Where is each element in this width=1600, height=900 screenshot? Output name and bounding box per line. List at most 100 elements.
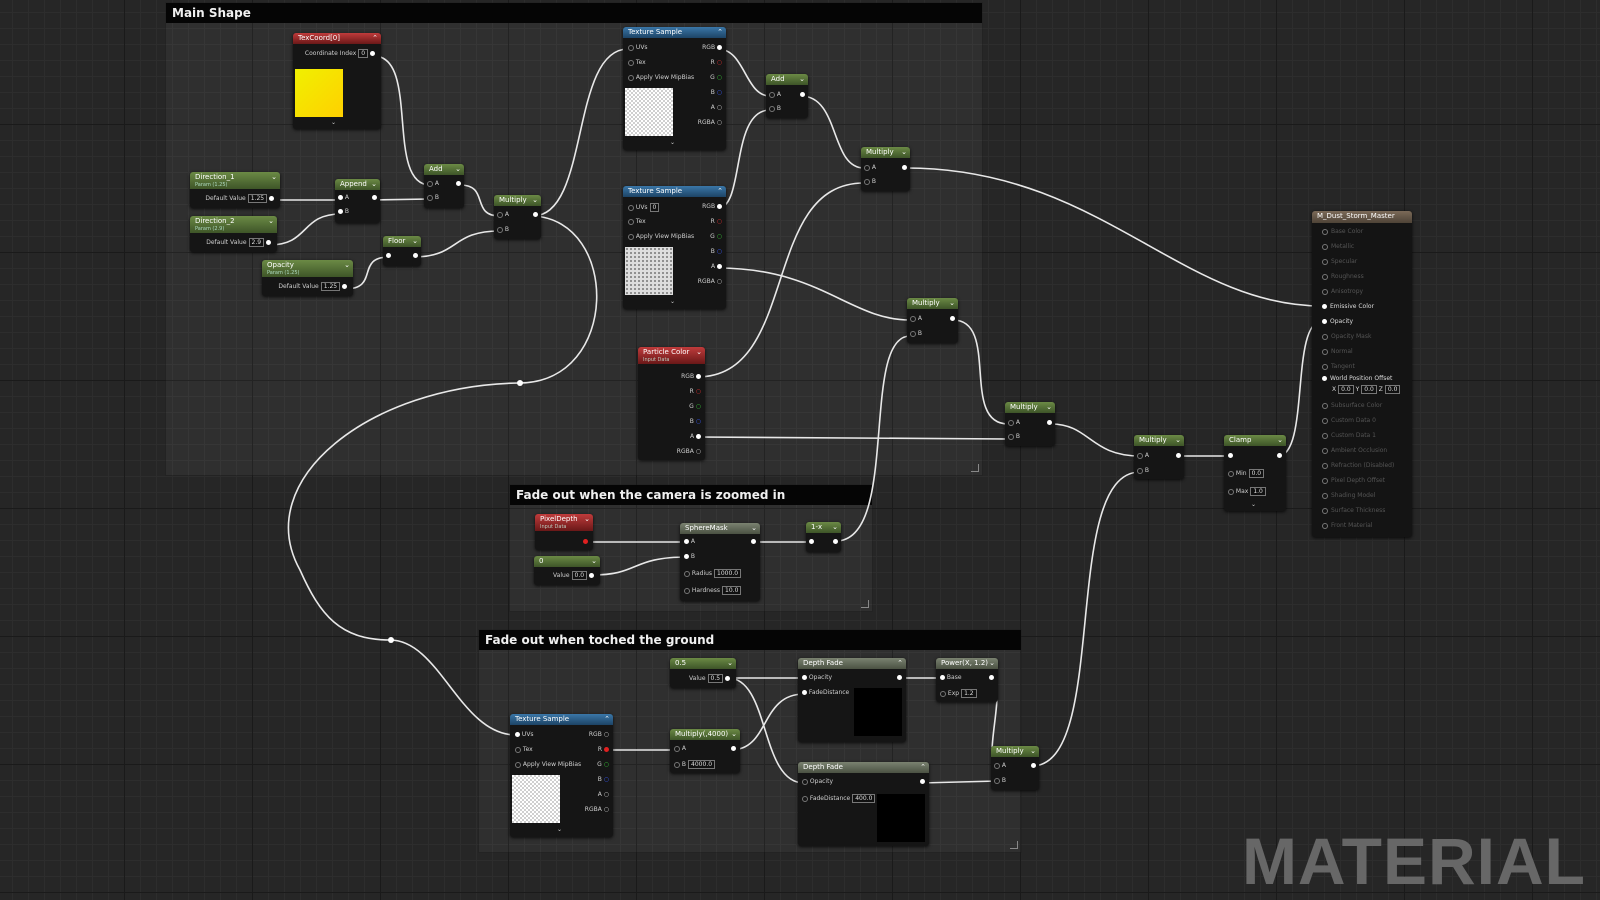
- node-header[interactable]: Depth Fade⌃: [798, 762, 929, 773]
- output-pin[interactable]: [1047, 420, 1052, 425]
- node-header[interactable]: 0.5⌄: [670, 658, 736, 669]
- output-pin-a[interactable]: [696, 434, 701, 439]
- chevron-down-icon[interactable]: ⌄: [557, 826, 563, 833]
- output-pin[interactable]: [731, 746, 736, 751]
- input-pin[interactable]: [1228, 453, 1233, 458]
- output-pin[interactable]: [1277, 453, 1282, 458]
- input-pin-opacity[interactable]: [802, 675, 807, 680]
- output-pin[interactable]: [833, 539, 838, 544]
- input-pin[interactable]: [1322, 243, 1328, 250]
- node-header[interactable]: Multiply(,4000)⌄: [670, 729, 740, 740]
- chevron-down-icon[interactable]: ⌄: [727, 659, 733, 667]
- node-header[interactable]: Multiply⌄: [1005, 402, 1055, 413]
- input-pin-a[interactable]: [338, 195, 343, 200]
- value-field[interactable]: 0: [649, 203, 660, 212]
- comment-title[interactable]: Fade out when toched the ground: [479, 630, 1021, 650]
- input-pin-a[interactable]: [1137, 452, 1143, 459]
- output-pin[interactable]: [950, 316, 955, 321]
- material-input[interactable]: Pixel Depth Offset: [1322, 477, 1385, 485]
- material-input[interactable]: Custom Data 0: [1322, 417, 1376, 425]
- input-pin[interactable]: [1322, 376, 1327, 381]
- chevron-down-icon[interactable]: ⌄: [670, 298, 676, 305]
- material-input[interactable]: Emissive Color: [1322, 303, 1374, 311]
- output-pin[interactable]: [1176, 453, 1181, 458]
- node-header[interactable]: 1-x⌄: [806, 522, 841, 533]
- node-multiply-2[interactable]: Multiply⌄ A B: [861, 147, 910, 191]
- value-field[interactable]: 1.25: [320, 282, 341, 291]
- chevron-up-icon[interactable]: ⌃: [372, 34, 378, 42]
- material-input[interactable]: Refraction (Disabled): [1322, 462, 1394, 470]
- output-pin[interactable]: [902, 165, 907, 170]
- input-pin-fade-distance[interactable]: [802, 795, 808, 802]
- input-pin-base[interactable]: [940, 675, 945, 680]
- node-header[interactable]: 0⌄: [534, 556, 600, 567]
- input-pin-b[interactable]: [1137, 467, 1143, 474]
- input-pin-max[interactable]: [1228, 488, 1234, 495]
- output-pin-b[interactable]: ○: [695, 418, 701, 425]
- node-header[interactable]: Multiply⌄: [494, 195, 541, 206]
- input-pin-radius[interactable]: [684, 570, 690, 577]
- input-pin-a[interactable]: [864, 164, 870, 171]
- output-pin-b[interactable]: ○: [603, 776, 609, 783]
- input-pin[interactable]: [1322, 228, 1328, 235]
- output-pin-g[interactable]: ○: [716, 74, 722, 81]
- input-pin-b[interactable]: [684, 554, 689, 559]
- input-pin-min[interactable]: [1228, 470, 1234, 477]
- input-pin[interactable]: [1322, 492, 1328, 499]
- material-input[interactable]: Specular: [1322, 258, 1357, 266]
- chevron-down-icon[interactable]: ⌄: [989, 659, 995, 667]
- chevron-down-icon[interactable]: ⌄: [799, 75, 805, 83]
- output-pin-g[interactable]: ○: [695, 403, 701, 410]
- output-pin[interactable]: [920, 779, 925, 784]
- comment-main-shape[interactable]: Main Shape: [165, 2, 983, 476]
- node-header[interactable]: Texture Sample⌃: [623, 186, 726, 197]
- value-field[interactable]: 4000.0: [688, 760, 716, 769]
- input-pin-b[interactable]: [338, 209, 343, 214]
- wpo-z-field[interactable]: 0.0: [1384, 385, 1401, 394]
- output-pin[interactable]: [413, 253, 418, 258]
- material-input[interactable]: Subsurface Color: [1322, 402, 1382, 410]
- resize-handle[interactable]: [861, 600, 869, 608]
- value-field[interactable]: 1.0: [1250, 487, 1266, 496]
- comment-title[interactable]: Main Shape: [166, 3, 982, 23]
- output-pin-a[interactable]: ○: [716, 104, 722, 111]
- chevron-down-icon[interactable]: ⌄: [1277, 436, 1283, 444]
- chevron-down-icon[interactable]: ⌄: [331, 119, 337, 126]
- value-field[interactable]: 0: [358, 49, 369, 58]
- material-input[interactable]: World Position Offset: [1322, 375, 1392, 383]
- output-pin-r[interactable]: ○: [716, 218, 722, 225]
- output-pin-b[interactable]: ○: [716, 248, 722, 255]
- node-header[interactable]: Add⌄: [766, 74, 808, 85]
- output-pin[interactable]: [989, 675, 994, 680]
- input-pin[interactable]: [1322, 402, 1328, 409]
- input-pin[interactable]: [1322, 522, 1328, 529]
- input-pin-b[interactable]: [910, 330, 916, 337]
- resize-handle[interactable]: [971, 464, 979, 472]
- input-pin-uvs[interactable]: [515, 732, 520, 737]
- input-pin-mipbias[interactable]: [628, 233, 634, 240]
- input-pin-a[interactable]: [1008, 419, 1014, 426]
- output-pin-a[interactable]: [717, 264, 722, 269]
- node-depth-fade-1[interactable]: Depth Fade⌃ Opacity FadeDistance: [798, 658, 906, 742]
- wpo-x-field[interactable]: 0.0: [1338, 385, 1354, 394]
- chevron-down-icon[interactable]: ⌄: [584, 515, 590, 523]
- material-input[interactable]: Metallic: [1322, 243, 1354, 251]
- chevron-down-icon[interactable]: ⌄: [1175, 436, 1181, 444]
- node-header[interactable]: SphereMask⌄: [680, 523, 760, 534]
- chevron-up-icon[interactable]: ⌃: [717, 187, 723, 195]
- node-append[interactable]: Append⌄ A B: [335, 179, 380, 223]
- node-multiply-6[interactable]: Multiply⌄ A B: [991, 746, 1039, 790]
- output-pin[interactable]: [269, 196, 274, 201]
- output-pin[interactable]: [897, 675, 902, 680]
- output-pin-rgba[interactable]: ○: [716, 119, 722, 126]
- output-pin-rgba[interactable]: ○: [603, 806, 609, 813]
- chevron-down-icon[interactable]: ⌄: [901, 148, 907, 156]
